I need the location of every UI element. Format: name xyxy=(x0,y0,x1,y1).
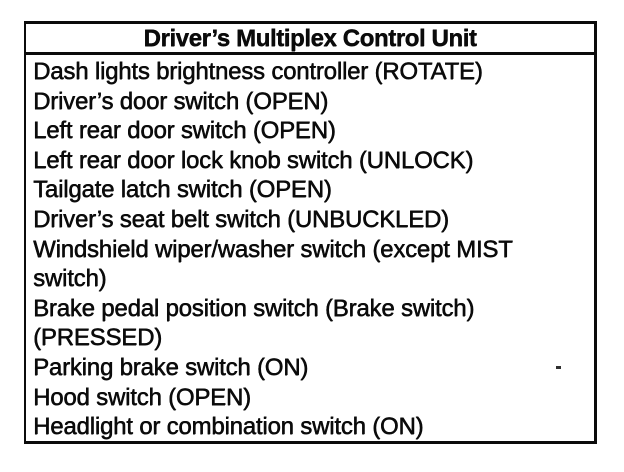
switch-row: Driver’s door switch (OPEN) xyxy=(33,87,329,115)
switch-row: Windshield wiper/washer switch (except M… xyxy=(33,235,513,293)
switch-row: Parking brake switch (ON) xyxy=(33,353,309,381)
switch-row: Left rear door switch (OPEN) xyxy=(33,117,336,145)
switch-row: Dash lights brightness controller (ROTAT… xyxy=(33,58,483,85)
scan-artifact-dot xyxy=(556,366,561,369)
multiplex-control-unit-table: Driver’s Multiplex Control Unit Dash lig… xyxy=(24,21,597,444)
switch-list: Dash lights brightness controller (ROTAT… xyxy=(26,55,594,441)
switch-row: Tailgate latch switch (OPEN) xyxy=(33,176,332,204)
switch-row: Left rear door lock knob switch (UNLOCK) xyxy=(33,146,474,174)
switch-row: Headlight or combination switch (ON) xyxy=(33,413,424,441)
table-title: Driver’s Multiplex Control Unit xyxy=(26,24,594,55)
switch-row: Driver’s seat belt switch (UNBUCKLED) xyxy=(33,205,449,233)
switch-row: Brake pedal position switch (Brake switc… xyxy=(33,294,475,352)
switch-row: Hood switch (OPEN) xyxy=(33,383,251,411)
